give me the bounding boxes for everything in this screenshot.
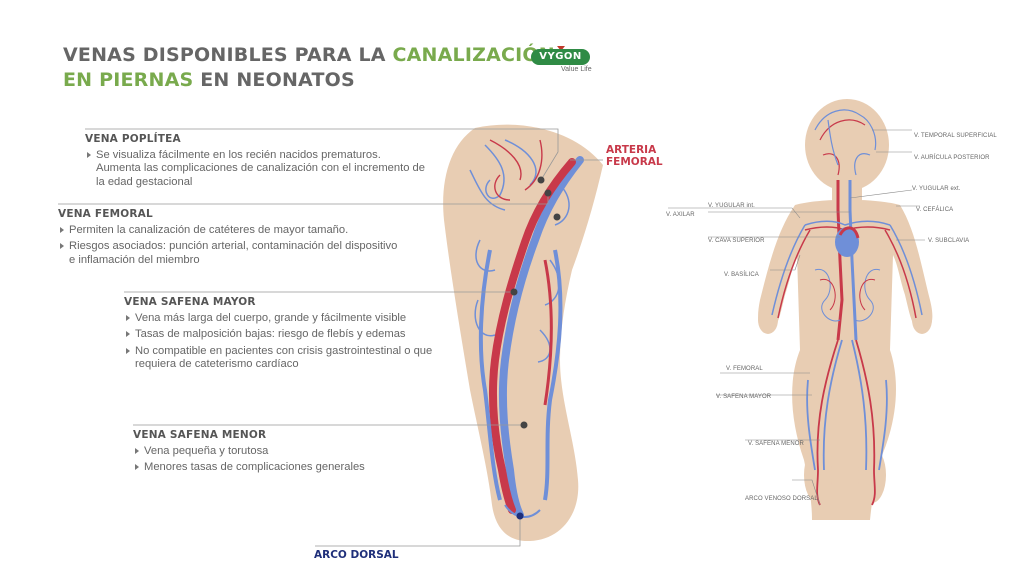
arteria-femoral-label: ARTERIA FEMORAL bbox=[606, 144, 663, 168]
abdominal-vessels bbox=[814, 268, 881, 322]
main-vein-path bbox=[498, 156, 584, 519]
bullet-arrow-icon bbox=[135, 448, 139, 454]
lateral-vein-path bbox=[543, 249, 563, 501]
body-pointer-lines bbox=[668, 129, 925, 506]
label-femoral: V. FEMORAL bbox=[726, 366, 763, 372]
main-artery-path bbox=[488, 158, 576, 514]
bullet-arrow-icon bbox=[87, 152, 91, 158]
title-line2-plain: EN NEONATOS bbox=[200, 69, 355, 91]
arco-dorsal-label: ARCO DORSAL bbox=[314, 549, 399, 561]
bullet-text: Vena pequeña y torutosa bbox=[144, 445, 269, 457]
label-axilar: V. AXILAR bbox=[666, 212, 695, 218]
bullet-arrow-icon bbox=[126, 331, 130, 338]
bullet-item: Riesgos asociados: punción arterial, con… bbox=[58, 240, 398, 267]
title-line1-green: CANALIZACIÓN bbox=[392, 44, 555, 66]
bullet-item: Permiten la canalización de catéteres de… bbox=[58, 224, 398, 237]
body-silhouette bbox=[758, 99, 933, 520]
dot-safena-mayor bbox=[510, 288, 518, 296]
bullet-arrow-icon bbox=[60, 227, 64, 233]
label-arco-venoso: ARCO VENOSO DORSAL bbox=[745, 496, 818, 502]
label-yugular-int: V. YUGULAR int. bbox=[708, 203, 755, 209]
section-title: VENA FEMORAL bbox=[58, 208, 153, 220]
label-yugular-ext: V. YUGULAR ext. bbox=[912, 186, 961, 192]
label-safena-menor: V. SAFENA MENOR bbox=[748, 441, 804, 447]
section-vena-safena-mayor: VENA SAFENA MAYOR Vena más larga del cue… bbox=[124, 296, 464, 375]
leg-silhouette bbox=[443, 124, 603, 542]
bullet-arrow-icon bbox=[126, 315, 130, 321]
logo-badge: VYGON bbox=[531, 49, 590, 65]
bullet-arrow-icon bbox=[135, 464, 139, 471]
leg-vessels bbox=[806, 339, 888, 506]
label-cava: V. CAVA SUPERIOR bbox=[708, 238, 765, 244]
bullet-text: Riesgos asociados: punción arterial, con… bbox=[69, 240, 398, 266]
bullet-text: Tasas de malposición bajas: riesgo de fl… bbox=[135, 328, 406, 341]
title-line1-plain: VENAS DISPONIBLES PARA LA bbox=[63, 44, 393, 66]
vygon-logo: VYGON Value Life bbox=[531, 46, 601, 76]
logo-tip-icon bbox=[557, 46, 565, 51]
dot-safena-menor bbox=[520, 421, 528, 429]
lateral-artery-path bbox=[543, 259, 553, 406]
section-title: VENA SAFENA MENOR bbox=[133, 429, 267, 441]
bullet-arrow-icon bbox=[60, 243, 64, 250]
dot-poplitea bbox=[537, 176, 545, 184]
bullet-item: Menores tasas de complicaciones generale… bbox=[133, 461, 433, 474]
dot-femoral bbox=[544, 189, 552, 197]
bullet-text: Vena más larga del cuerpo, grande y fáci… bbox=[135, 312, 407, 324]
bullet-item: Vena pequeña y torutosa bbox=[133, 445, 433, 458]
label-basilica: V. BASÍLICA bbox=[724, 272, 759, 278]
label-subclavia: V. SUBCLAVIA bbox=[928, 238, 970, 244]
bullet-item: Se visualiza fácilmente en los recién na… bbox=[85, 149, 425, 189]
bullet-text: Menores tasas de complicaciones generale… bbox=[144, 461, 365, 474]
label-cefalica: V. CEFÁLICA bbox=[916, 207, 954, 213]
label-temporal: V. TEMPORAL SUPERFICIAL bbox=[914, 133, 997, 139]
bullet-item: Tasas de malposición bajas: riesgo de fl… bbox=[124, 328, 464, 341]
medial-vein-path bbox=[478, 249, 502, 501]
section-vena-safena-menor: VENA SAFENA MENOR Vena pequeña y torutos… bbox=[133, 429, 433, 478]
artery-network-upper bbox=[489, 139, 543, 201]
label-auricula: V. AURÍCULA POSTERIOR bbox=[914, 155, 990, 161]
heart-artery bbox=[838, 226, 860, 239]
title-line2-green: EN PIERNAS bbox=[63, 69, 201, 91]
logo-tagline: Value Life bbox=[561, 66, 592, 73]
page-title: VENAS DISPONIBLES PARA LA CANALIZACIÓN E… bbox=[63, 43, 555, 93]
section-title: VENA POPLÍTEA bbox=[85, 133, 181, 145]
section-vena-poplitea: VENA POPLÍTEA Se visualiza fácilmente en… bbox=[85, 133, 425, 192]
section-title: VENA SAFENA MAYOR bbox=[124, 296, 256, 308]
bullet-item: Vena más larga del cuerpo, grande y fáci… bbox=[124, 312, 425, 325]
section-vena-femoral: VENA FEMORAL Permiten la canalización de… bbox=[58, 208, 398, 270]
connector-lines bbox=[58, 128, 603, 547]
dot-femoral-2 bbox=[553, 213, 561, 221]
bullet-text: Se visualiza fácilmente en los recién na… bbox=[96, 149, 425, 188]
head-vessels bbox=[814, 109, 877, 176]
dot-arco-dorsal bbox=[516, 512, 524, 520]
bullet-text: Permiten la canalización de catéteres de… bbox=[69, 224, 349, 236]
bullet-item: No compatible en pacientes con crisis ga… bbox=[124, 345, 464, 372]
arm-vessels bbox=[771, 224, 923, 319]
bullet-text: No compatible en pacientes con crisis ga… bbox=[135, 344, 433, 371]
label-safena-mayor: V. SAFENA MAYOR bbox=[716, 394, 772, 400]
bullet-arrow-icon bbox=[126, 347, 130, 354]
